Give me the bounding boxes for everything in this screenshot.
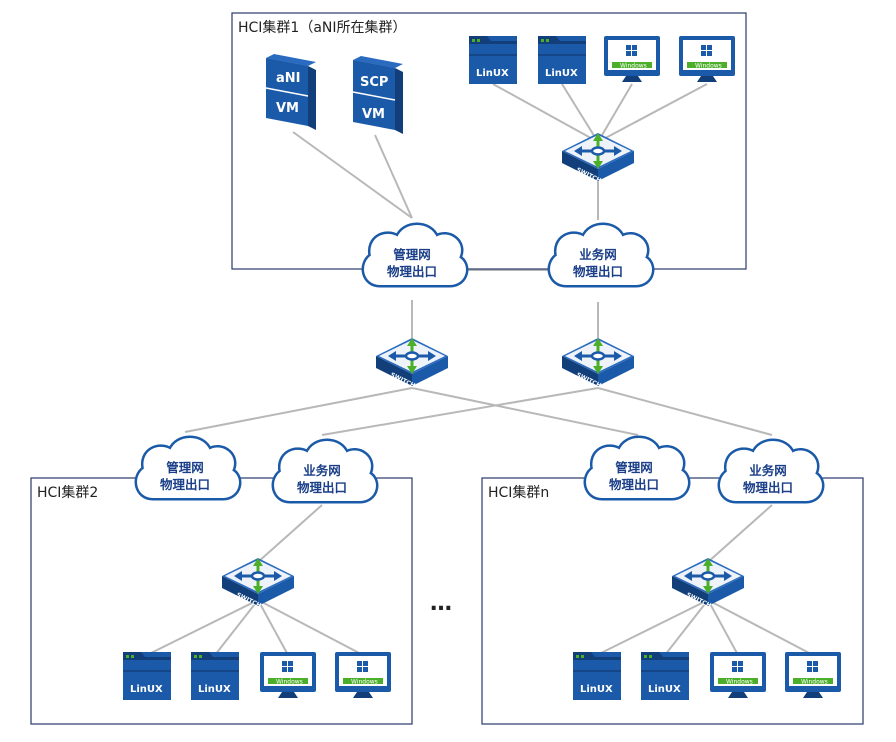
cloud-line2: 物理出口 — [160, 477, 210, 492]
cluster-1-frame: HCI集群1（aNI所在集群） — [231, 12, 747, 270]
linux-label: LinUX — [130, 684, 163, 695]
linux-label: LinUX — [476, 68, 509, 79]
linux-server-icon: LinUX — [572, 651, 622, 701]
linux-label: LinUX — [648, 684, 681, 695]
cloud-line1: 管理网 — [166, 460, 204, 475]
ani-vm-top-label: aNI — [276, 71, 301, 86]
windows-label: Windows — [726, 679, 753, 686]
cloud-biz-clustern: 业务网 物理出口 — [721, 442, 821, 500]
windows-monitor-icon: Windows — [335, 652, 391, 698]
switch-icon: SWITCH — [560, 131, 636, 185]
windows-label: Windows — [801, 679, 828, 686]
windows-label: Windows — [620, 63, 647, 70]
windows-label: Windows — [351, 679, 378, 686]
windows-label: Windows — [276, 679, 303, 686]
windows-monitor-icon: Windows — [785, 652, 841, 698]
windows-monitor-icon: Windows — [260, 652, 316, 698]
cloud-line2: 物理出口 — [609, 477, 659, 492]
cloud-mgmt-cluster1: 管理网 物理出口 — [365, 226, 465, 284]
cloud-line1: 管理网 — [393, 247, 431, 262]
linux-server-icon: LinUX — [468, 35, 518, 85]
windows-monitor-icon: Windows — [710, 652, 766, 698]
ani-vm-bottom-label: VM — [276, 101, 299, 116]
cluster-n-label: HCI集群n — [488, 484, 549, 501]
cloud-biz-cluster2: 业务网 物理出口 — [275, 442, 375, 500]
switch-icon: SWITCH — [220, 556, 296, 610]
linux-label: LinUX — [198, 684, 231, 695]
linux-server-icon: LinUX — [537, 35, 587, 85]
cloud-line1: 管理网 — [615, 460, 653, 475]
cloud-line2: 物理出口 — [573, 264, 623, 279]
linux-server-icon: LinUX — [640, 651, 690, 701]
switch-icon: SWITCH — [670, 556, 746, 610]
windows-label: Windows — [695, 63, 722, 70]
more-clusters-ellipsis: … — [430, 591, 452, 616]
cloud-mgmt-cluster2: 管理网 物理出口 — [138, 439, 238, 497]
windows-monitor-icon: Windows — [604, 36, 660, 82]
cloud-biz-cluster1: 业务网 物理出口 — [551, 226, 651, 284]
linux-server-icon: LinUX — [190, 651, 240, 701]
cluster-2-label: HCI集群2 — [37, 484, 98, 501]
cloud-line1: 业务网 — [749, 463, 787, 478]
cluster-1-label: HCI集群1（aNI所在集群） — [238, 19, 407, 36]
cloud-line1: 业务网 — [303, 463, 341, 478]
scp-vm-icon: SCP VM — [352, 56, 403, 134]
linux-label: LinUX — [580, 684, 613, 695]
scp-vm-top-label: SCP — [360, 75, 388, 90]
scp-vm-bottom-label: VM — [362, 107, 385, 122]
ani-vm-icon: aNI VM — [265, 54, 316, 130]
switch-icon: SWITCH — [374, 336, 450, 390]
cloud-line2: 物理出口 — [387, 264, 437, 279]
cloud-mgmt-clustern: 管理网 物理出口 — [587, 439, 687, 497]
cloud-line2: 物理出口 — [743, 480, 793, 495]
linux-server-icon: LinUX — [122, 651, 172, 701]
cloud-line1: 业务网 — [579, 247, 617, 262]
switch-icon: SWITCH — [560, 336, 636, 390]
linux-label: LinUX — [545, 68, 578, 79]
connection-lines — [146, 83, 814, 656]
cloud-line2: 物理出口 — [297, 480, 347, 495]
windows-monitor-icon: Windows — [679, 36, 735, 82]
